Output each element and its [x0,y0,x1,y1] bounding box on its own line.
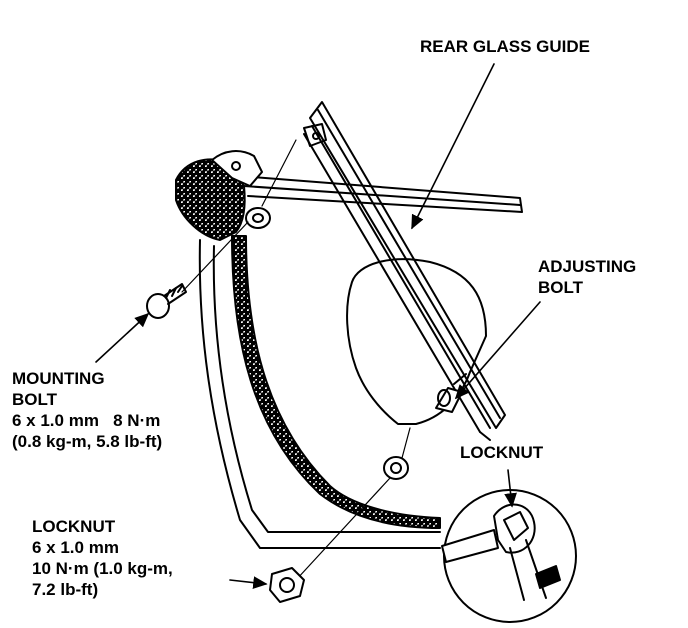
mirror-mount-bracket [175,150,263,241]
label-adjusting-bolt: ADJUSTING BOLT [538,256,636,298]
label-locknut-detail: LOCKNUT [460,443,544,462]
upper-frame-channel [239,175,523,213]
arrow-locknut-spec [229,576,268,589]
leader-arrows [95,63,541,589]
locknut-detail-inset [441,489,577,623]
label-mounting-bolt-line-2: BOLT [12,390,58,409]
arrow-adjusting-bolt [454,301,541,400]
locknut-part [269,567,305,603]
mounting-bolt [146,283,187,319]
label-locknut-spec: LOCKNUT 6 x 1.0 mm 10 N·m (1.0 kg-m, 7.2… [32,516,173,600]
rear-glass-guide-rail [303,101,506,441]
label-mounting-bolt: MOUNTING BOLT 6 x 1.0 mm 8 N·m (0.8 kg-m… [12,368,162,452]
door-panel-outline [198,239,441,549]
lower-locknut-seat [383,456,409,480]
label-locknut-spec-line-2: 6 x 1.0 mm [32,538,119,557]
label-mounting-bolt-line-1: MOUNTING [12,369,105,388]
arrow-mounting-bolt [95,312,150,363]
label-locknut-spec-line-1: LOCKNUT [32,517,116,536]
label-mounting-bolt-line-4: (0.8 kg-m, 5.8 lb-ft) [12,432,163,451]
arrow-rear-glass-guide [411,63,495,230]
glass-pane-outline [346,258,487,425]
upper-mounting-hole [245,207,271,229]
arrow-locknut-detail [504,469,517,508]
label-mounting-bolt-line-3: 6 x 1.0 mm 8 N·m [12,411,161,430]
label-rear-glass-guide: REAR GLASS GUIDE [420,37,591,56]
front-edge-seal [231,235,441,529]
alignment-lines [181,139,411,581]
label-adjusting-bolt-line-2: BOLT [538,278,584,297]
label-locknut-spec-line-4: 7.2 lb-ft) [32,580,99,599]
label-locknut-spec-line-3: 10 N·m (1.0 kg-m, [32,559,173,578]
label-adjusting-bolt-line-1: ADJUSTING [538,257,637,276]
